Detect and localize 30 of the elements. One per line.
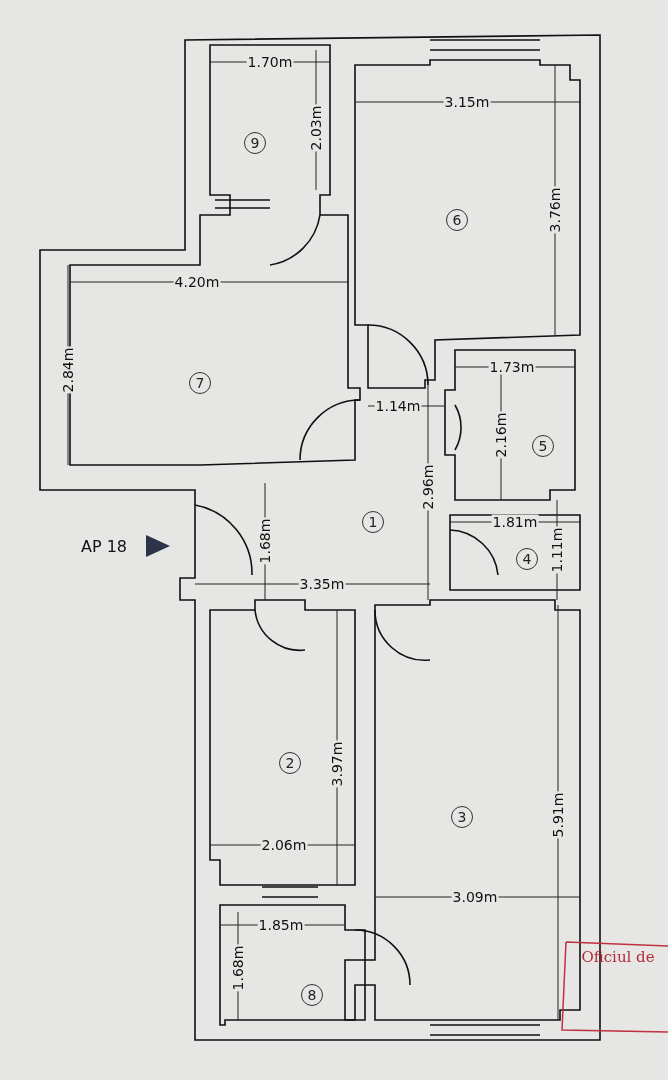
- dimension-label: 2.16m: [493, 411, 509, 459]
- dimension-label: 1.73m: [488, 359, 536, 375]
- dimension-label: 1.70m: [246, 54, 294, 70]
- dimension-label: 4.20m: [173, 274, 221, 290]
- dimension-label: 1.85m: [257, 917, 305, 933]
- dimension-label: 1.68m: [230, 944, 246, 992]
- dimension-label: 1.68m: [257, 517, 273, 565]
- room-number: 1: [362, 511, 384, 533]
- room-number: 5: [532, 435, 554, 457]
- dimension-label: 1.11m: [549, 526, 565, 574]
- dimension-label: 2.84m: [60, 346, 76, 394]
- dimension-label: 3.97m: [329, 740, 345, 788]
- room-number: 7: [189, 372, 211, 394]
- room-number: 3: [451, 806, 473, 828]
- dimension-label: 2.03m: [308, 104, 324, 152]
- dimension-label: 5.91m: [550, 791, 566, 839]
- dimension-label: 1.14m: [374, 398, 422, 414]
- dimension-label: 3.15m: [443, 94, 491, 110]
- dimension-label: 1.81m: [491, 514, 539, 530]
- room-number: 9: [244, 132, 266, 154]
- room-number: 8: [301, 984, 323, 1006]
- apartment-label: AP 18: [80, 538, 128, 554]
- room-number: 2: [279, 752, 301, 774]
- dimension-label: 3.35m: [298, 576, 346, 592]
- dimension-label: 2.96m: [420, 463, 436, 511]
- dimension-label: 3.76m: [547, 186, 563, 234]
- dimension-label: 2.06m: [260, 837, 308, 853]
- room-number: 4: [516, 548, 538, 570]
- dimension-label: 3.09m: [451, 889, 499, 905]
- room-number: 6: [446, 209, 468, 231]
